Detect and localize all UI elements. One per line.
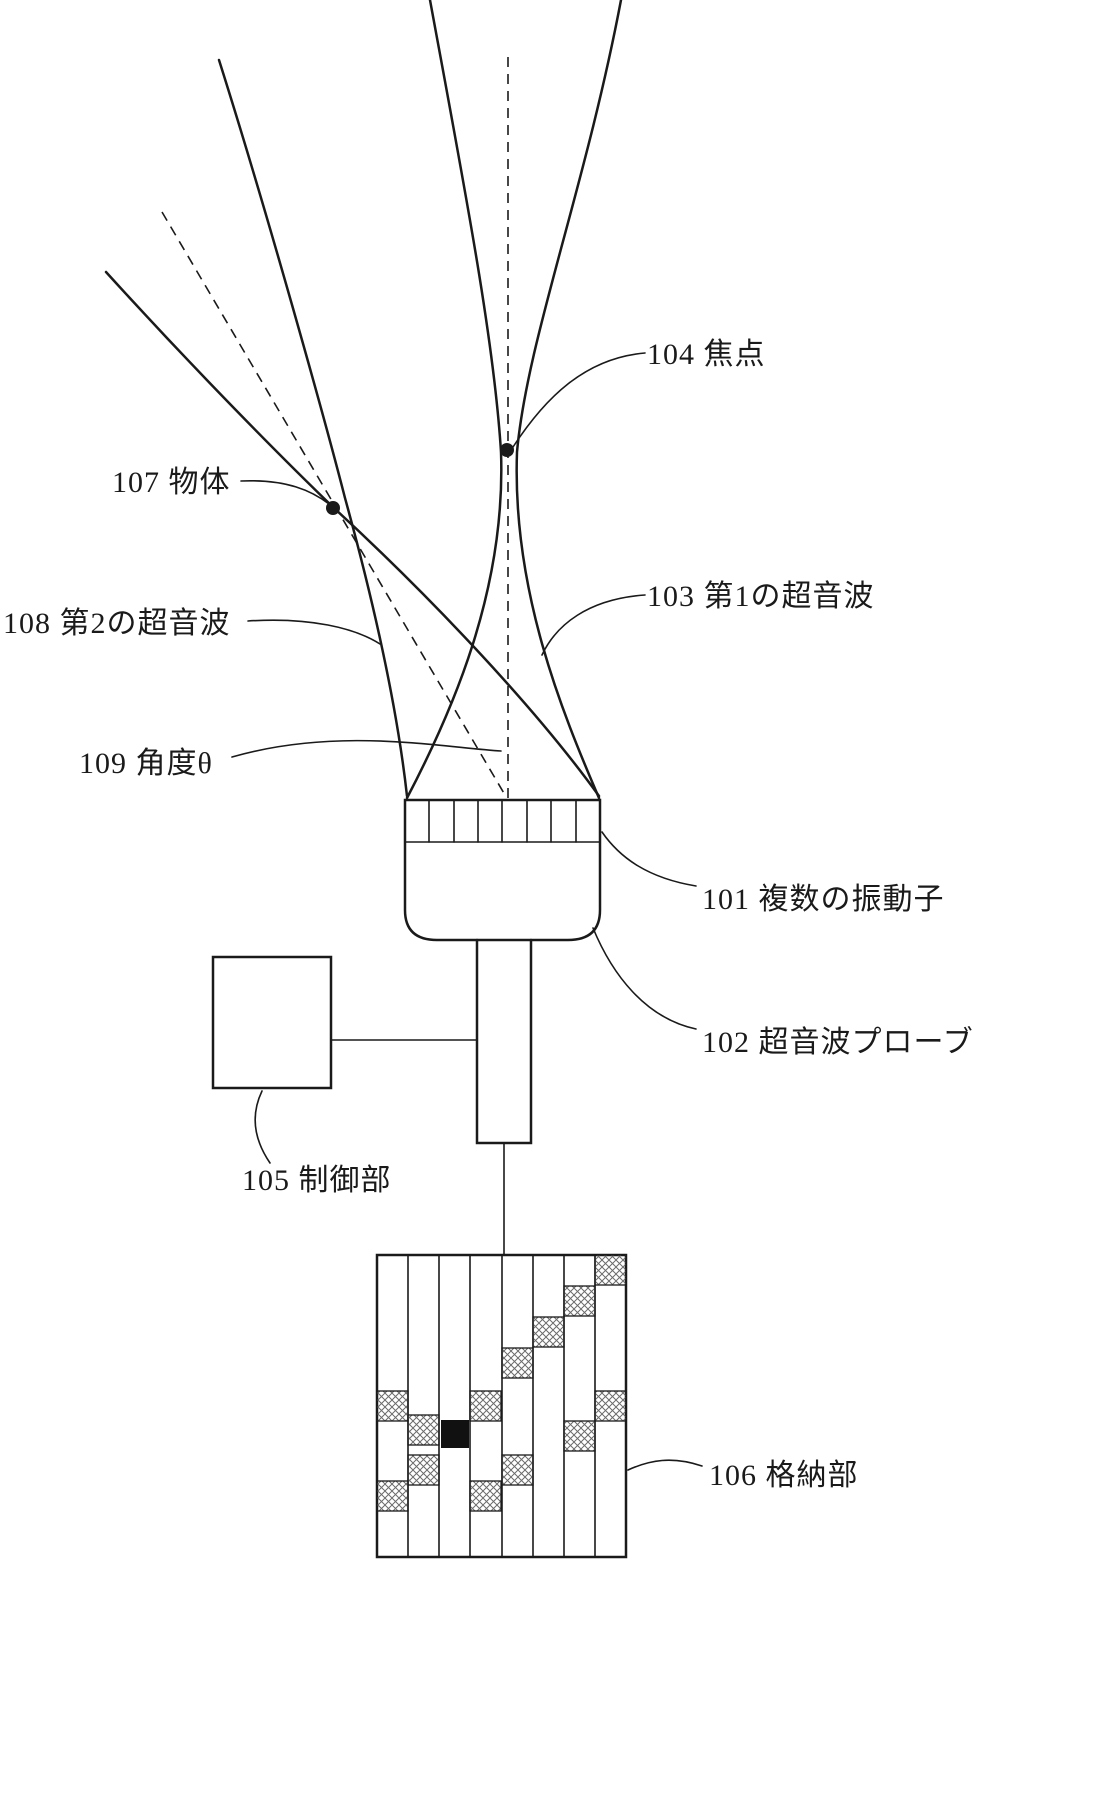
hatched-cell [501,1454,534,1486]
leader-line-108 [247,619,381,645]
second-ultrasound-upper-boundary [217,58,409,798]
black-cell [441,1420,469,1448]
hatched-cell [532,1316,565,1348]
first-ultrasound-right-boundary [515,0,623,800]
leader-line-106 [627,1459,703,1471]
leader-line-107 [240,480,330,505]
label-probe: 102 超音波プローブ [702,1026,974,1059]
label-focal-point: 104 焦点 [647,338,766,371]
first-ultrasound-left-boundary [405,0,503,800]
leader-line-102 [592,927,697,1030]
label-transducers: 101 複数の振動子 [702,883,945,916]
label-object: 107 物体 [112,466,231,499]
label-controller: 105 制御部 [242,1164,392,1197]
hatched-cell [469,1480,502,1512]
hatched-cell [407,1414,440,1446]
hatched-cell [501,1347,534,1379]
leader-line-103 [541,594,646,656]
label-first-ultrasound: 103 第1の超音波 [647,580,875,613]
hatched-cell [563,1420,596,1452]
focal-point-dot [500,443,514,457]
label-angle: 109 角度θ [79,747,213,780]
leader-line-104 [512,352,646,448]
leader-line-101 [601,831,697,887]
hatched-cell [469,1390,502,1422]
hatched-cell [407,1454,440,1486]
second-beam-axis-dashed-line [161,211,506,796]
hatched-cell [376,1480,409,1512]
second-ultrasound-lower-boundary [104,270,601,798]
leader-line-109 [231,739,502,758]
hatched-cell [376,1390,409,1422]
hatched-cell [563,1285,596,1317]
probe-stem [475,938,533,1145]
leader-line-105 [254,1090,271,1164]
hatched-cell [594,1254,627,1286]
control-unit-box [211,955,333,1090]
label-storage: 106 格納部 [709,1459,859,1492]
hatched-cell [594,1390,627,1422]
storage-hatched-cells [376,1254,627,1512]
transducer-array-dividers [428,799,577,843]
label-second-ultrasound: 108 第2の超音波 [3,607,231,640]
